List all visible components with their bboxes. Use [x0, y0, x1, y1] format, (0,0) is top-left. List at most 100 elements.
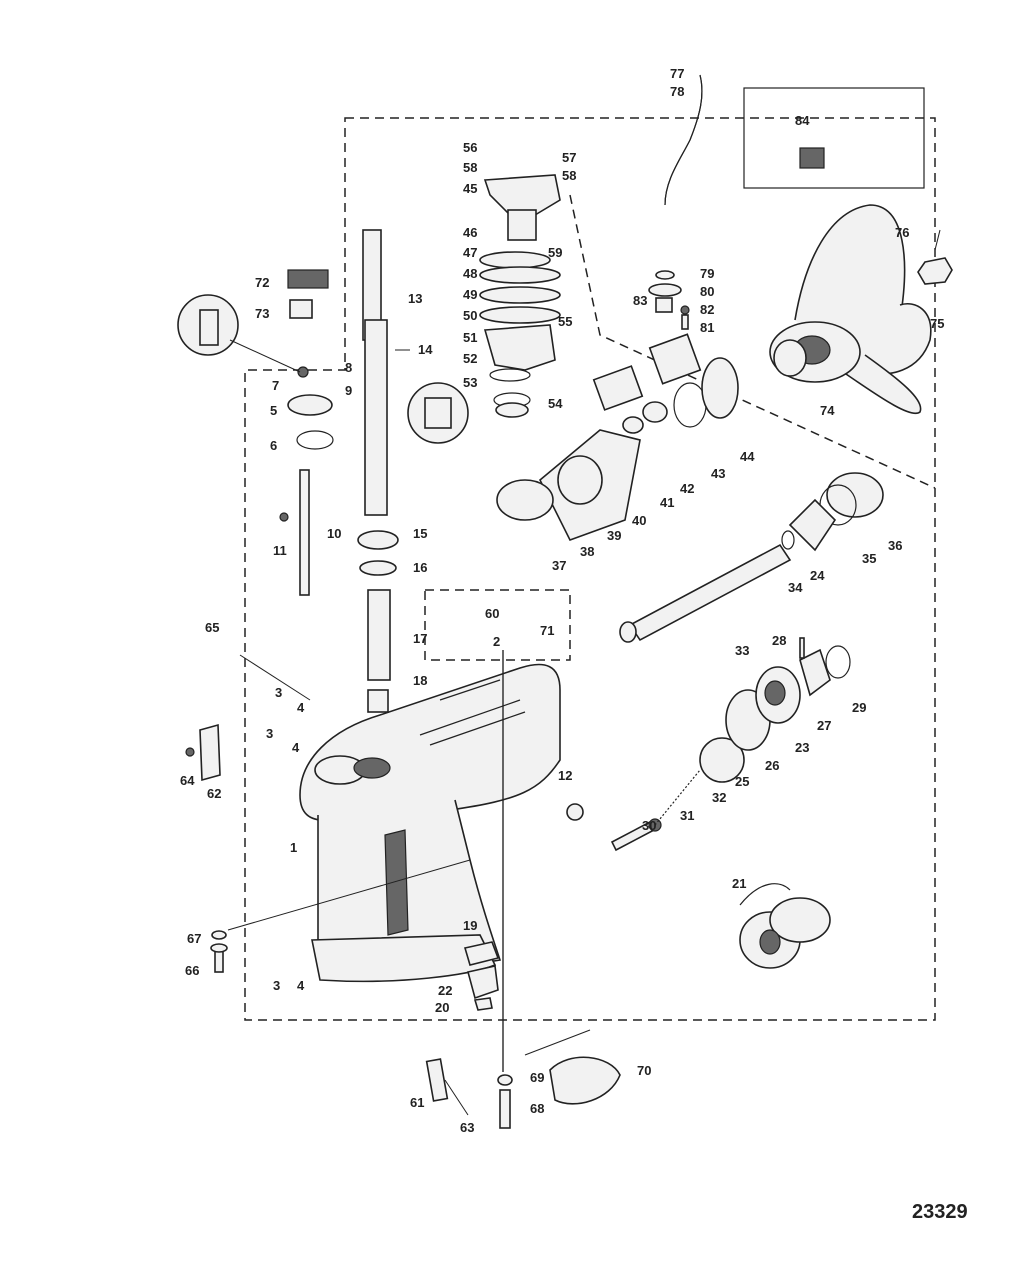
callout-10: 10 — [327, 526, 341, 541]
callout-78: 78 — [670, 84, 684, 99]
part-84-inset-box — [743, 87, 925, 189]
callout-43: 43 — [711, 466, 725, 481]
callout-61: 61 — [410, 1095, 424, 1110]
callout-14: 14 — [418, 342, 433, 357]
callout-13: 13 — [408, 291, 422, 306]
callout-77: 77 — [670, 66, 684, 81]
callout-73: 73 — [255, 306, 269, 321]
callout-82: 82 — [700, 302, 714, 317]
callout-65: 65 — [205, 620, 219, 635]
callout-23: 23 — [795, 740, 809, 755]
callout-26: 26 — [765, 758, 779, 773]
callout-54: 54 — [548, 396, 563, 411]
callout-40: 40 — [632, 513, 646, 528]
callout-46: 46 — [463, 225, 477, 240]
callout-4: 4 — [297, 978, 305, 993]
callout-60: 60 — [485, 606, 499, 621]
gearcase-housing — [299, 663, 561, 983]
callout-39: 39 — [607, 528, 621, 543]
callout-62: 62 — [207, 786, 221, 801]
callout-45: 45 — [463, 181, 477, 196]
callout-3: 3 — [275, 685, 282, 700]
callout-63: 63 — [460, 1120, 474, 1135]
callout-3: 3 — [266, 726, 273, 741]
callout-68: 68 — [530, 1101, 544, 1116]
callout-22: 22 — [438, 983, 452, 998]
callout-28: 28 — [772, 633, 786, 648]
lower-parts — [185, 650, 621, 1129]
callout-75: 75 — [930, 316, 944, 331]
callout-50: 50 — [463, 308, 477, 323]
callout-37: 37 — [552, 558, 566, 573]
callout-9: 9 — [345, 383, 352, 398]
callout-27: 27 — [817, 718, 831, 733]
callout-31: 31 — [680, 808, 694, 823]
callout-48: 48 — [463, 266, 477, 281]
callout-58: 58 — [562, 168, 576, 183]
callout-30: 30 — [642, 818, 656, 833]
callout-24: 24 — [810, 568, 825, 583]
callout-20: 20 — [435, 1000, 449, 1015]
callout-38: 38 — [580, 544, 594, 559]
callout-7: 7 — [272, 378, 279, 393]
callout-44: 44 — [740, 449, 755, 464]
callout-52: 52 — [463, 351, 477, 366]
callout-5: 5 — [270, 403, 277, 418]
drive-shaft-assembly — [357, 229, 410, 713]
callout-4: 4 — [297, 700, 305, 715]
callout-32: 32 — [712, 790, 726, 805]
callout-64: 64 — [180, 773, 195, 788]
callout-41: 41 — [660, 495, 674, 510]
callout-83: 83 — [633, 293, 647, 308]
callout-4: 4 — [292, 740, 300, 755]
callout-55: 55 — [558, 314, 572, 329]
callout-74: 74 — [820, 403, 835, 418]
callout-49: 49 — [463, 287, 477, 302]
callout-33: 33 — [735, 643, 749, 658]
callout-17: 17 — [413, 631, 427, 646]
callout-12: 12 — [558, 768, 572, 783]
callout-18: 18 — [413, 673, 427, 688]
callout-42: 42 — [680, 481, 694, 496]
callout-16: 16 — [413, 560, 427, 575]
callout-56: 56 — [463, 140, 477, 155]
water-tube-assembly — [648, 74, 825, 330]
callout-79: 79 — [700, 266, 714, 281]
callout-81: 81 — [700, 320, 714, 335]
callout-72: 72 — [255, 275, 269, 290]
callout-1: 1 — [290, 840, 297, 855]
callout-2: 2 — [493, 634, 500, 649]
water-pump-stack — [407, 174, 561, 444]
callout-8: 8 — [345, 360, 352, 375]
bearing-carrier-assembly — [496, 333, 884, 643]
callout-29: 29 — [852, 700, 866, 715]
callout-3: 3 — [273, 978, 280, 993]
callout-59: 59 — [548, 245, 562, 260]
callout-57: 57 — [562, 150, 576, 165]
callout-19: 19 — [463, 918, 477, 933]
shift-shaft-assembly — [177, 269, 334, 596]
figure-number: 23329 — [912, 1201, 968, 1223]
callout-36: 36 — [888, 538, 902, 553]
callout-51: 51 — [463, 330, 477, 345]
forward-gear-assembly — [566, 637, 851, 852]
callout-47: 47 — [463, 245, 477, 260]
assembly-boundary-lines — [244, 87, 936, 1021]
callout-70: 70 — [637, 1063, 651, 1078]
callout-80: 80 — [700, 284, 714, 299]
callout-35: 35 — [862, 551, 876, 566]
callout-84: 84 — [795, 113, 810, 128]
callout-21: 21 — [732, 876, 746, 891]
callout-6: 6 — [270, 438, 277, 453]
callout-11: 11 — [273, 543, 287, 558]
callout-67: 67 — [187, 931, 201, 946]
callout-66: 66 — [185, 963, 199, 978]
callout-53: 53 — [463, 375, 477, 390]
callout-34: 34 — [788, 580, 803, 595]
callout-58: 58 — [463, 160, 477, 175]
callout-25: 25 — [735, 774, 749, 789]
callout-labels: 1 2 3 3 3 4 4 4 5 6 7 8 9 10 11 12 13 14… — [180, 66, 944, 1135]
callout-76: 76 — [895, 225, 909, 240]
gear-group-21 — [739, 883, 831, 969]
